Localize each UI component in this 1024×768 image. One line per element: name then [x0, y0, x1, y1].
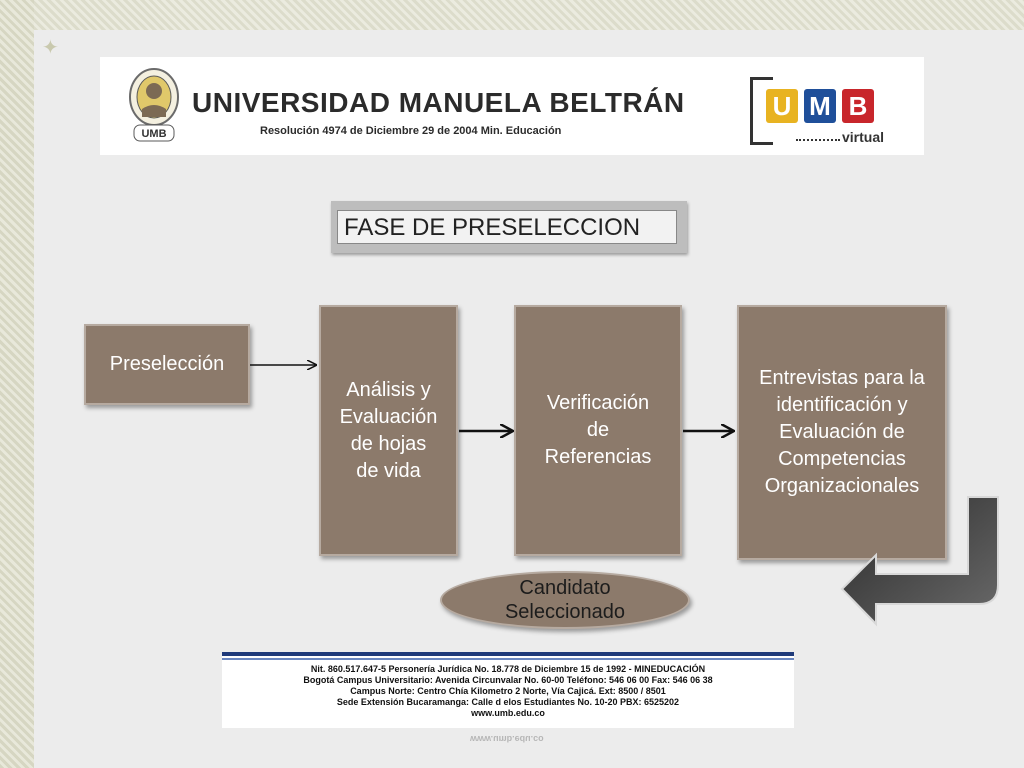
node-entrevistas-line: Organizacionales — [764, 475, 920, 497]
logo-letter-b: B — [842, 89, 874, 123]
footer-line: www.umb.edu.co — [471, 708, 545, 718]
slide-frame-top — [34, 0, 1024, 30]
logo-bracket — [750, 77, 773, 145]
node-verificacion-line: Referencias — [544, 446, 652, 468]
node-verificacion-line: Verificación — [546, 392, 650, 414]
footer-text: Nit. 860.517.647-5 Personería Jurídica N… — [222, 664, 794, 719]
footer-line: Sede Extensión Bucaramanga: Calle d elos… — [336, 697, 680, 707]
university-seal-icon: UMB — [129, 68, 179, 142]
footer-stripe — [222, 652, 794, 656]
footer-line: Bogotá Campus Universitario: Avenida Cir… — [303, 675, 713, 685]
footer-line: Campus Norte: Centro Chía Kilometro 2 No… — [350, 686, 666, 696]
node-verificacion: Verificación de Referencias — [514, 305, 682, 556]
node-candidato-seleccionado: Candidato Seleccionado — [440, 571, 690, 629]
slide-frame-left — [0, 0, 34, 768]
node-preseleccion: Preselección — [84, 324, 250, 405]
node-candidato-line: Seleccionado — [504, 601, 626, 623]
node-verificacion-line: de — [586, 419, 610, 441]
node-analisis-line: de hojas — [350, 432, 427, 455]
umb-virtual-logo: U M B virtual — [750, 69, 900, 147]
node-analisis: Análisis y Evaluación de hojas de vida — [319, 305, 458, 556]
phase-title-box: FASE DE PRESELECCION — [331, 201, 687, 253]
footer-stripe — [222, 658, 794, 660]
logo-letter-u: U — [766, 89, 798, 123]
node-entrevistas-line: Entrevistas para la — [759, 367, 925, 389]
star-icon: ✦ — [42, 37, 59, 59]
phase-title: FASE DE PRESELECCION — [337, 210, 677, 244]
node-preseleccion-line: Preselección — [109, 353, 225, 375]
node-entrevistas-line: Competencias — [778, 448, 906, 470]
node-entrevistas-line: identificación y — [776, 394, 908, 416]
node-analisis-line: Evaluación — [339, 405, 438, 428]
logo-dots — [796, 139, 840, 141]
node-analisis-line: de vida — [356, 459, 421, 482]
logo-subtitle: virtual — [842, 129, 885, 145]
node-candidato-line: Candidato — [519, 577, 611, 599]
footer-card: Nit. 860.517.647-5 Personería Jurídica N… — [222, 652, 794, 728]
university-name: UNIVERSIDAD MANUELA BELTRÁN — [192, 87, 685, 118]
node-analisis-line: Análisis y — [346, 378, 431, 401]
seal-text: UMB — [141, 128, 166, 140]
node-entrevistas: Entrevistas para la identificación y Eva… — [737, 305, 947, 560]
university-resolution: Resolución 4974 de Diciembre 29 de 2004 … — [260, 125, 562, 137]
logo-letter-m: M — [804, 89, 836, 123]
footer-url-reflection: www.umb.edu.co — [470, 734, 544, 744]
footer-line: Nit. 860.517.647-5 Personería Jurídica N… — [310, 664, 706, 674]
node-entrevistas-line: Evaluación de — [779, 421, 905, 443]
header-banner: UMB UNIVERSIDAD MANUELA BELTRÁN Resoluci… — [100, 57, 924, 155]
